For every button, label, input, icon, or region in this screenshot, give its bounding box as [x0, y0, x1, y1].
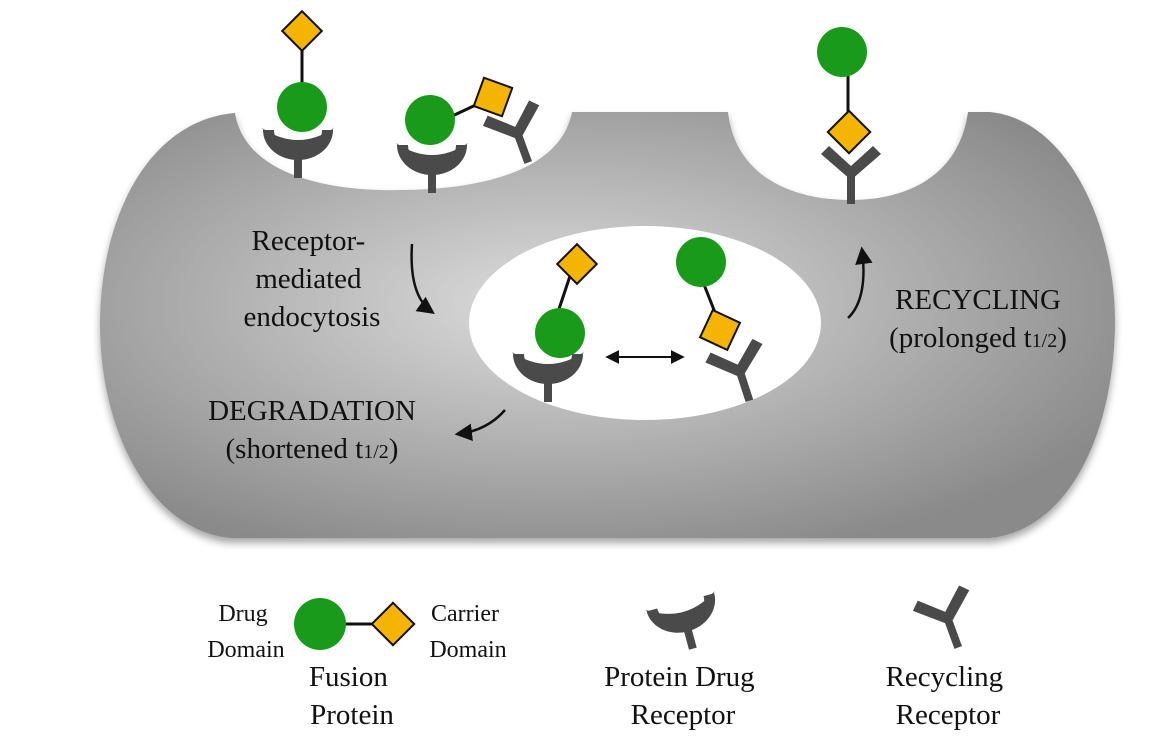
recycling-receptor-icon [910, 582, 987, 658]
protein-drug-receptor-label: Protein Drug Receptor [604, 661, 762, 731]
carrier-domain-label: Carrier Domain [429, 601, 506, 663]
legend-recycling-receptor: Recycling Receptor [886, 582, 1011, 731]
carrier-domain-diamond [698, 308, 742, 352]
drug-domain-circle [676, 237, 726, 287]
pit-complex-drug-receptor [262, 9, 334, 178]
degradation-label: DEGRADATION [208, 395, 416, 427]
degradation-halflife-label: (shortened t1/2) [226, 433, 399, 465]
drug-domain-circle [817, 27, 867, 77]
legend-fusion-protein: Drug Domain Carrier Domain Fusion Protei… [207, 598, 507, 731]
endosome-complex-right [676, 237, 778, 411]
carrier-domain-diamond [826, 109, 872, 155]
degradation-arrow [454, 409, 506, 442]
protein-drug-receptor-icon [645, 591, 728, 659]
endosome-complex-left [512, 242, 599, 402]
recycling-receptor-icon [821, 146, 881, 204]
carrier-domain-diamond [370, 601, 416, 647]
drug-domain-circle [294, 598, 346, 650]
fusion-protein-label: Fusion Protein [309, 661, 395, 731]
carrier-domain-diamond [280, 9, 324, 53]
endosome [469, 226, 821, 420]
recycling-receptor-label: Recycling Receptor [886, 661, 1011, 731]
endocytosis-label: Receptor- mediated endocytosis [244, 225, 381, 333]
drug-domain-circle [405, 95, 455, 145]
protein-drug-receptor-icon [396, 143, 468, 193]
carrier-domain-diamond [555, 242, 599, 286]
carrier-domain-diamond [472, 76, 514, 118]
drug-domain-label: Drug Domain [207, 601, 284, 663]
recycling-arrow [847, 246, 873, 319]
legend-protein-drug-receptor: Protein Drug Receptor [604, 591, 762, 731]
pit-complex-recycled [817, 27, 881, 204]
pit-complex-mixed [396, 76, 557, 193]
drug-domain-circle [277, 82, 327, 132]
recycling-halflife-label: (prolonged t1/2) [889, 322, 1067, 354]
drug-domain-circle [535, 308, 585, 358]
legend: Drug Domain Carrier Domain Fusion Protei… [207, 582, 1011, 731]
recycling-label: RECYCLING [895, 284, 1061, 316]
endocytosis-arrow [410, 243, 435, 315]
